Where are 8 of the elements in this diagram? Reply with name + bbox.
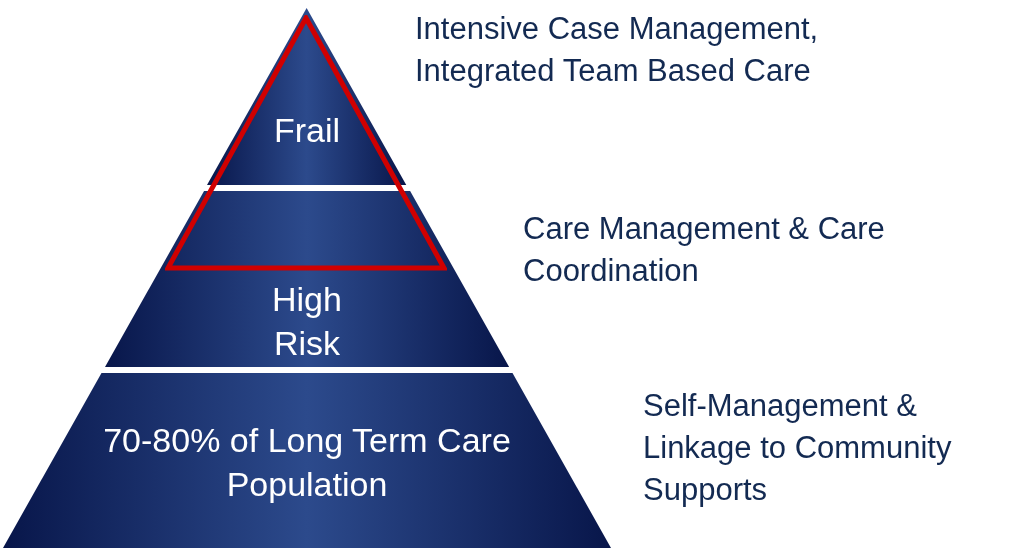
pyramid-tier	[3, 373, 611, 548]
tier-label: High Risk	[271, 279, 343, 365]
tier-label: 70-80% of Long Term Care Population	[102, 420, 512, 506]
tier-label: Frail	[272, 110, 342, 151]
pyramid-tier	[104, 191, 510, 367]
tier-description: Self-Management & Linkage to Community Supports	[643, 387, 953, 509]
tier-description: Care Management & Care Coordination	[523, 210, 886, 290]
tier-description: Intensive Case Management, Integrated Team Based Care	[415, 10, 820, 90]
